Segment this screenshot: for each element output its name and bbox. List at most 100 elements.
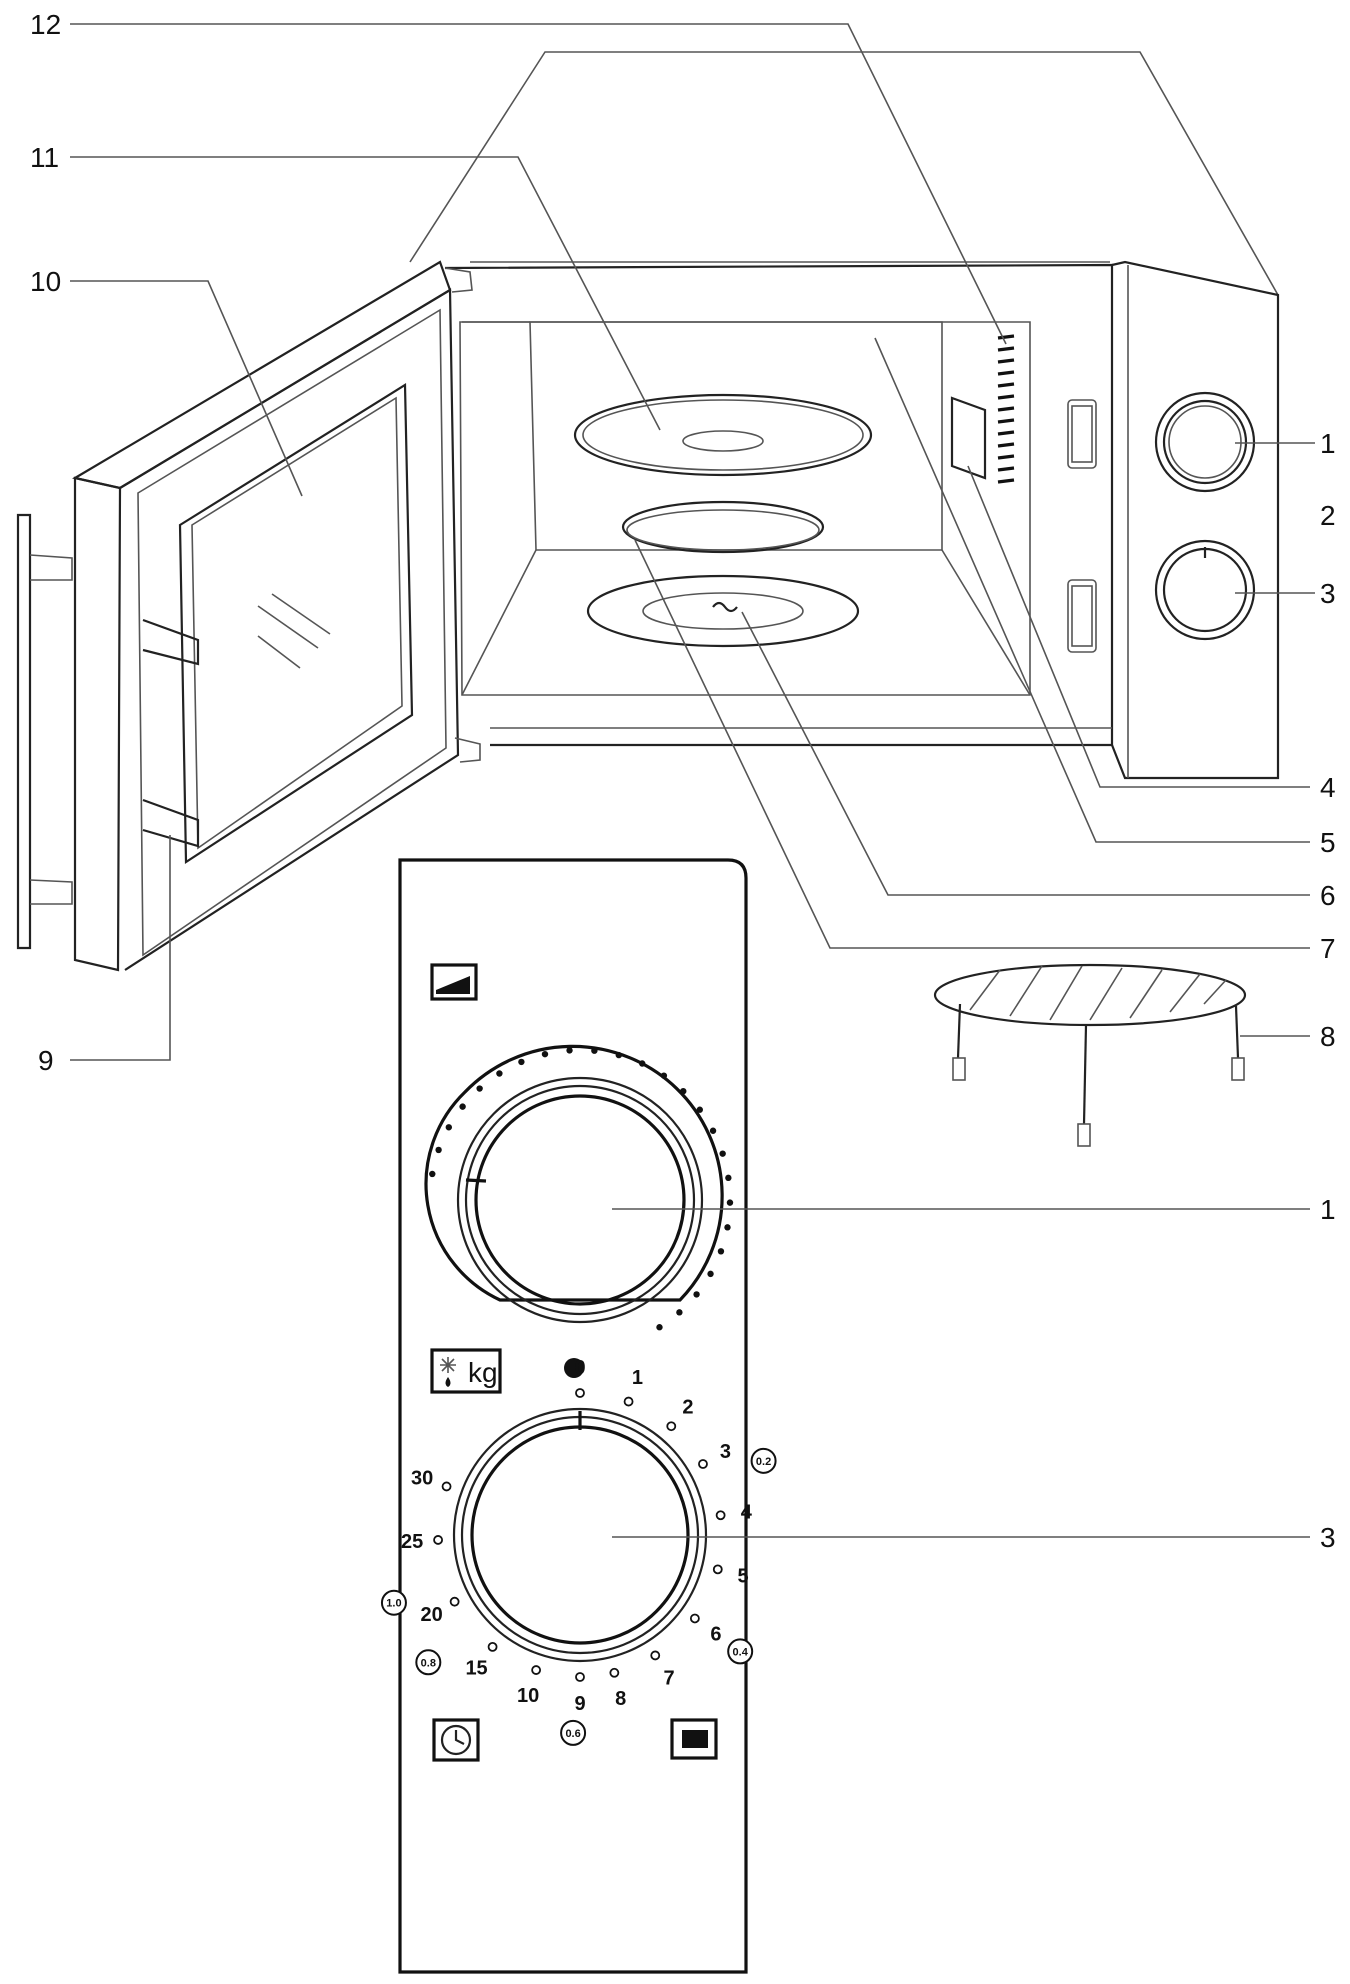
timer-scale-dot — [487, 1641, 498, 1652]
oven-icon — [670, 1718, 718, 1760]
callout-3b: 3 — [1320, 1522, 1336, 1553]
weight-scale-dot — [727, 1638, 754, 1665]
power-scale-dot — [459, 1103, 466, 1110]
power-scale-dot — [724, 1224, 731, 1231]
weight-scale-label: 1.0 — [386, 1598, 401, 1610]
power-knob — [1154, 391, 1256, 493]
weight-scale-label: 0.6 — [565, 1728, 580, 1740]
timer-scale-dot — [441, 1481, 452, 1492]
defrost-unit: kg — [468, 1357, 498, 1388]
power-scale-dot — [676, 1309, 683, 1316]
weight-scale-label: 0.2 — [756, 1456, 771, 1468]
power-scale-dot — [541, 1050, 549, 1058]
timer-scale-label: 1 — [632, 1367, 643, 1389]
callout-1: 1 — [1320, 428, 1336, 459]
timer-scale-label: 5 — [737, 1566, 748, 1588]
callout-3: 3 — [1320, 578, 1336, 609]
power-scale-dot — [496, 1070, 503, 1077]
power-scale-dot — [656, 1324, 663, 1331]
power-dial — [424, 1044, 724, 1324]
power-scale-dot — [445, 1124, 453, 1131]
timer-scale-dot — [575, 1388, 585, 1398]
timer-dial — [452, 1407, 708, 1663]
defrost-label: kg — [430, 1348, 502, 1394]
callout-12: 12 — [30, 9, 61, 40]
callout-6: 6 — [1320, 880, 1336, 911]
timer-scale-dot — [712, 1564, 723, 1575]
door-open-icon — [430, 963, 478, 1001]
door — [16, 260, 481, 972]
power-scale-dot — [709, 1127, 717, 1134]
power-scale-dot — [429, 1170, 436, 1178]
timer-scale-label: 15 — [465, 1657, 487, 1679]
timer-scale-label: 20 — [421, 1604, 443, 1626]
latch-slot-bottom — [1067, 579, 1097, 653]
timer-scale-dot — [449, 1596, 460, 1607]
clock-icon — [432, 1718, 480, 1762]
power-scale-dot — [518, 1058, 525, 1066]
turntable-shaft — [586, 574, 860, 648]
power-scale — [429, 1047, 734, 1331]
weight-scale-dot — [750, 1447, 777, 1474]
power-scale-dot — [726, 1199, 734, 1206]
power-scale-dot — [696, 1106, 703, 1113]
callout-5: 5 — [1320, 827, 1336, 858]
power-scale-dot — [435, 1146, 442, 1154]
callout-4: 4 — [1320, 772, 1336, 803]
power-scale-dot — [566, 1047, 573, 1054]
power-scale-dot — [719, 1150, 726, 1157]
power-scale-dot — [680, 1087, 687, 1095]
timer-scale-dot — [575, 1672, 585, 1682]
timer-scale-dot — [689, 1613, 700, 1624]
weight-scale-label: 0.4 — [733, 1646, 749, 1658]
leader-lines — [70, 23, 1315, 1538]
vent-slots — [997, 334, 1015, 484]
timer-scale-dot — [623, 1396, 634, 1407]
power-scale-dot — [717, 1248, 725, 1255]
timer-scale-label: 3 — [720, 1441, 731, 1463]
power-scale-dot — [615, 1051, 623, 1059]
power-scale-dot — [591, 1047, 598, 1054]
timer-scale-label: 0 — [574, 1357, 585, 1379]
timer-scale-dot — [666, 1421, 677, 1432]
glass-turntable — [573, 393, 873, 477]
timer-scale-label: 4 — [741, 1502, 753, 1524]
timer-scale-label: 8 — [615, 1688, 626, 1710]
defrost-zero-marker — [564, 1358, 584, 1378]
weight-scale-label: 0.8 — [421, 1657, 436, 1669]
callout-7: 7 — [1320, 933, 1336, 964]
power-scale-dot — [693, 1291, 700, 1298]
timer-scale-dot — [609, 1667, 620, 1678]
timer-scale-label: 10 — [517, 1685, 539, 1707]
timer-scale-dot — [698, 1459, 708, 1469]
power-scale-dot — [725, 1174, 732, 1182]
waveguide-cover — [950, 396, 987, 480]
timer-scale-label: 2 — [682, 1396, 693, 1418]
power-scale-dot — [639, 1060, 646, 1067]
weight-scale-dot — [560, 1719, 587, 1746]
timer-scale-dot — [433, 1535, 443, 1545]
callout-labels: 12 11 10 1 2 3 4 5 6 7 8 9 1 3 — [30, 9, 1336, 1553]
callout-1b: 1 — [1320, 1194, 1336, 1225]
power-scale-dot — [660, 1072, 668, 1079]
timer-scale-label: 6 — [710, 1624, 721, 1646]
snowflake-droplet-icon — [440, 1357, 456, 1387]
roller-ring — [621, 500, 825, 554]
callout-2: 2 — [1320, 500, 1336, 531]
callout-10: 10 — [30, 266, 61, 297]
timer-scale-label: 7 — [663, 1667, 674, 1689]
timer-scale-dot — [650, 1650, 661, 1661]
weight-scale-dot — [415, 1649, 442, 1676]
timer-knob — [1154, 539, 1256, 641]
callout-8: 8 — [1320, 1021, 1336, 1052]
timer-scale-label: 9 — [574, 1693, 585, 1715]
timer-scale-label: 30 — [411, 1468, 433, 1490]
callout-11: 11 — [30, 142, 59, 173]
power-scale-dot — [476, 1085, 483, 1092]
timer-scale-dot — [715, 1510, 726, 1521]
callout-9: 9 — [38, 1045, 54, 1076]
grill-rack — [933, 963, 1247, 1147]
